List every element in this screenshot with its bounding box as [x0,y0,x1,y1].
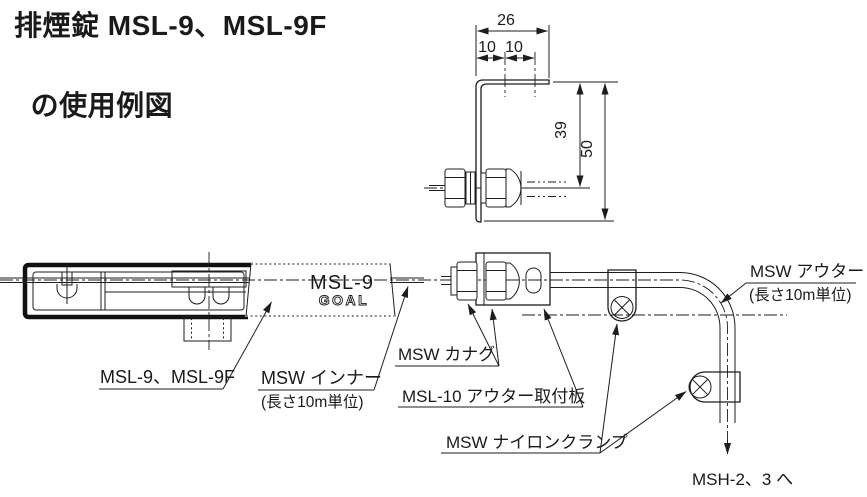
plate-slot-hole [525,267,542,294]
leader-lines [99,282,856,454]
lock-body-drawing [0,252,253,350]
dim-39-text: 39 [553,121,570,139]
bracket-drawing [424,52,568,223]
hex-nut-left [456,261,478,301]
goal-logo: GOAL [319,292,369,308]
label-inner-cable-note: (長さ10m単位) [261,393,363,411]
nylon-clamp-2 [688,371,741,403]
label-outer-cable-note: (長さ10m単位) [749,286,851,304]
dim-26-text: 26 [497,12,515,29]
fitting-drawing [450,252,551,306]
inner-cable-stub [390,276,458,285]
label-outer-mount-plate: MSL-10 アウター取付板 [402,387,585,406]
dimension-lines [475,25,618,222]
label-lock-body: MSL-9、MSL-9F [100,367,235,387]
cover-plate-drawing [245,263,396,317]
dim-50-text: 50 [579,140,596,158]
label-nylon-clamp: MSW ナイロンクランプ [446,433,628,452]
cable-centerline [0,279,728,440]
dim-10-left-text: 10 [478,39,496,56]
page-title-line1: 排煙錠 MSL-9、MSL-9F [14,10,327,41]
dim-10-right-text: 10 [505,39,523,56]
lower-box [183,316,232,342]
label-inner-cable: MSW インナー [261,368,382,388]
label-fitting: MSW カナグ [398,345,495,364]
hex-nut-right [485,261,507,301]
page-title-line2: の使用例図 [30,90,174,121]
outer-cable-drawing [550,272,736,423]
diagram-texts: 26 10 10 39 50 MSL-9 GOAL MSL-9、MSL-9F M… [100,12,864,489]
label-outer-cable: MSW アウター [750,262,864,281]
plate-model-text: MSL-9 [310,272,374,294]
nylon-clamp-1 [607,269,637,322]
label-to-msh: MSH-2、3 へ [692,470,793,489]
cap-nut [506,262,520,300]
page-title: 排煙錠 MSL-9、MSL-9F の使用例図 [14,6,327,126]
